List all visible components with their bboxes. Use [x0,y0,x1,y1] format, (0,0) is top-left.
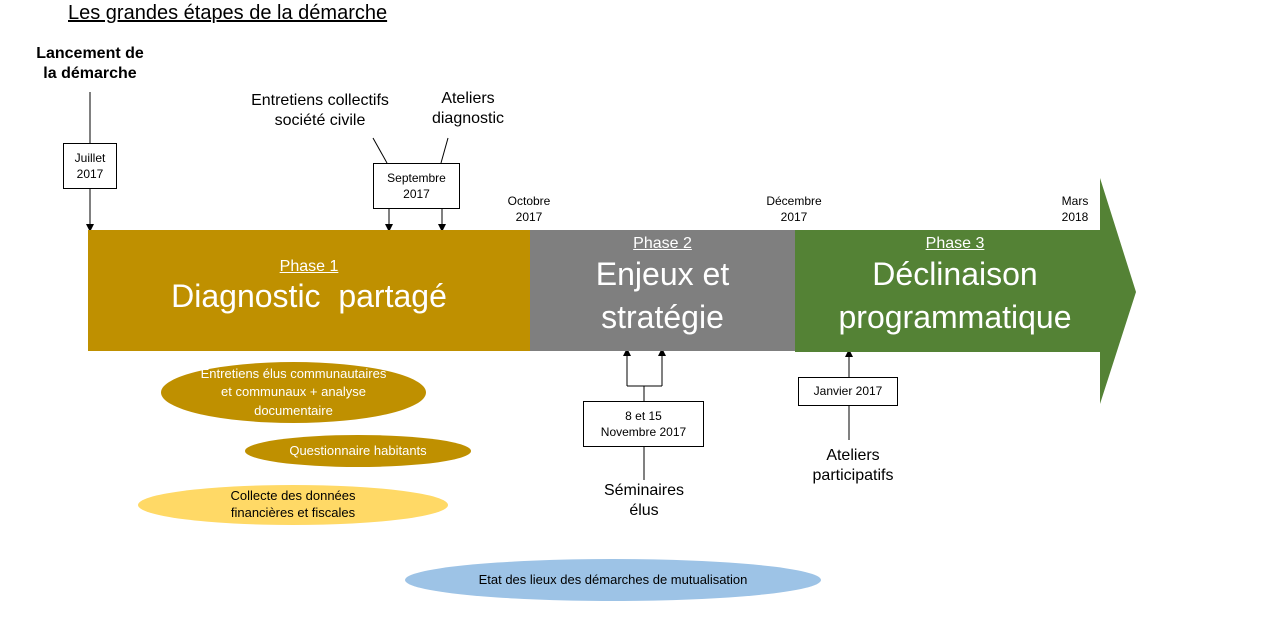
september-date-box: Septembre 2017 [373,163,460,209]
entretiens-line [372,137,388,164]
phase-2-title: Enjeux et stratégie [595,256,730,336]
launch-date-box: Juillet 2017 [63,143,117,189]
phase-1-title: Diagnostic partagé [171,278,447,314]
ateliers-participatifs-label: Ateliers participatifs [812,447,894,484]
phase-3-arrow-shape [795,178,1136,404]
activity-collecte-donnees: Collecte des données financières et fisc… [138,485,448,525]
december-date: Décembre 2017 [766,194,822,225]
phase-1-label: Phase 1 [279,258,339,275]
phase-3-label: Phase 3 [925,235,985,252]
phase-3-block: Phase 3 Déclinaison programmatique [795,230,1115,351]
activity-etat-des-lieux: Etat des lieux des démarches de mutualis… [405,559,821,601]
phase-3-title: Déclinaison programmatique [838,256,1072,336]
novembre-date-box: 8 et 15 Novembre 2017 [583,401,704,447]
diagram-title: Les grandes étapes de la démarche [68,2,388,24]
activity-entretiens-elus: Entretiens élus communautaires et commun… [161,362,426,423]
phase-1-block: Phase 1 Diagnostic partagé [88,230,530,351]
march-date: Mars 2018 [1061,194,1089,225]
janvier-date-box: Janvier 2017 [798,377,898,406]
launch-label: Lancement de la démarche [36,45,144,82]
phase-2-block: Phase 2 Enjeux et stratégie [530,230,795,351]
seminaires-label: Séminaires élus [603,482,685,519]
ateliers-diagnostic-label: Ateliers diagnostic [431,90,505,127]
entretiens-label: Entretiens collectifs société civile [251,92,389,129]
activity-questionnaire: Questionnaire habitants [245,435,471,467]
ateliers-diag-line [440,137,449,164]
october-date: Octobre 2017 [507,194,551,225]
phase-2-label: Phase 2 [633,235,692,252]
